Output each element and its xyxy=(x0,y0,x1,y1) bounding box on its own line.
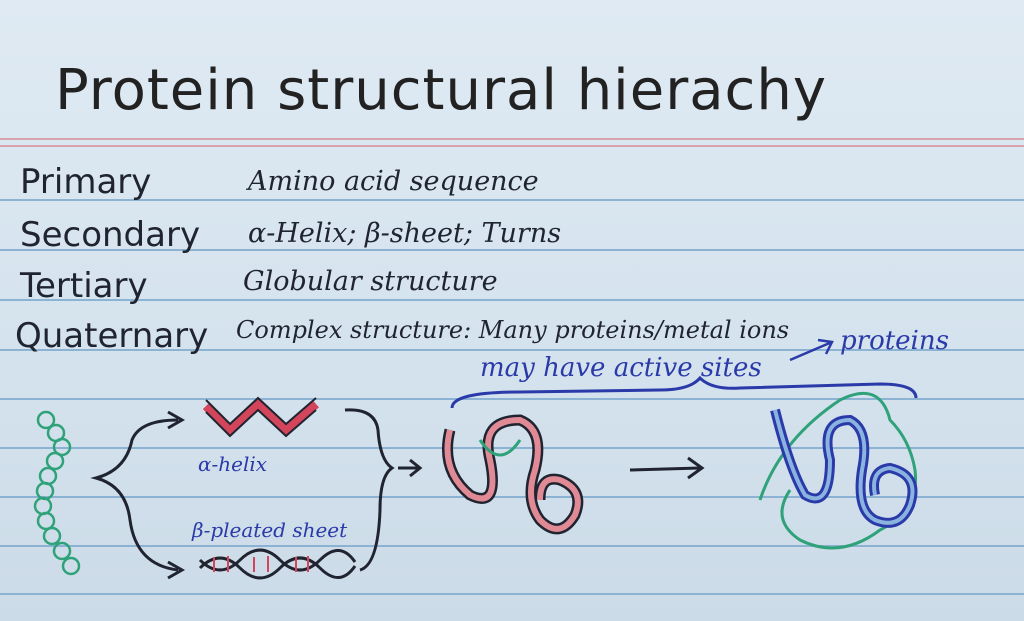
proteins-note: proteins xyxy=(840,326,949,356)
rule-line xyxy=(0,249,1024,251)
rule-line xyxy=(0,593,1024,595)
tertiary-structure-drawing xyxy=(442,414,584,535)
level-primary-label: Primary xyxy=(20,162,152,202)
helix-label: α-helix xyxy=(198,452,268,476)
arrow-to-tertiary-icon xyxy=(398,458,423,478)
level-quaternary-description: Complex structure: Many proteins/metal i… xyxy=(236,316,790,344)
quaternary-structure-drawing xyxy=(758,391,918,550)
bracket-drawing xyxy=(450,375,918,409)
rule-line xyxy=(0,199,1024,201)
rule-line xyxy=(0,349,1024,351)
branch-brace-drawing xyxy=(90,418,179,572)
zigzag-structure-drawing xyxy=(202,396,319,438)
margin-line-top xyxy=(0,138,1024,140)
arrow-helix-icon xyxy=(167,410,186,430)
margin-line-bottom xyxy=(0,145,1024,147)
double-helix-drawing xyxy=(198,548,357,580)
level-tertiary-label: Tertiary xyxy=(20,266,148,306)
arrow-to-proteins-icon xyxy=(789,338,834,362)
merge-brace-drawing xyxy=(344,408,395,572)
rule-line xyxy=(0,299,1024,301)
rule-line xyxy=(0,545,1024,547)
rule-line xyxy=(0,398,1024,400)
sheet-label: β-pleated sheet xyxy=(192,518,348,542)
level-secondary-description: α-Helix; β-sheet; Turns xyxy=(248,218,562,249)
rule-line xyxy=(0,496,1024,498)
page-title: Protein structural hierachy xyxy=(55,58,827,123)
arrow-sheet-icon xyxy=(167,560,186,580)
level-quaternary-label: Quaternary xyxy=(15,316,209,356)
active-sites-note: may have active sites xyxy=(480,353,762,383)
level-tertiary-description: Globular structure xyxy=(243,266,498,297)
amino-acid-chain-drawing xyxy=(33,410,81,576)
arrow-to-quaternary-icon xyxy=(629,456,705,480)
level-primary-description: Amino acid sequence xyxy=(248,166,539,197)
level-secondary-label: Secondary xyxy=(20,215,201,255)
